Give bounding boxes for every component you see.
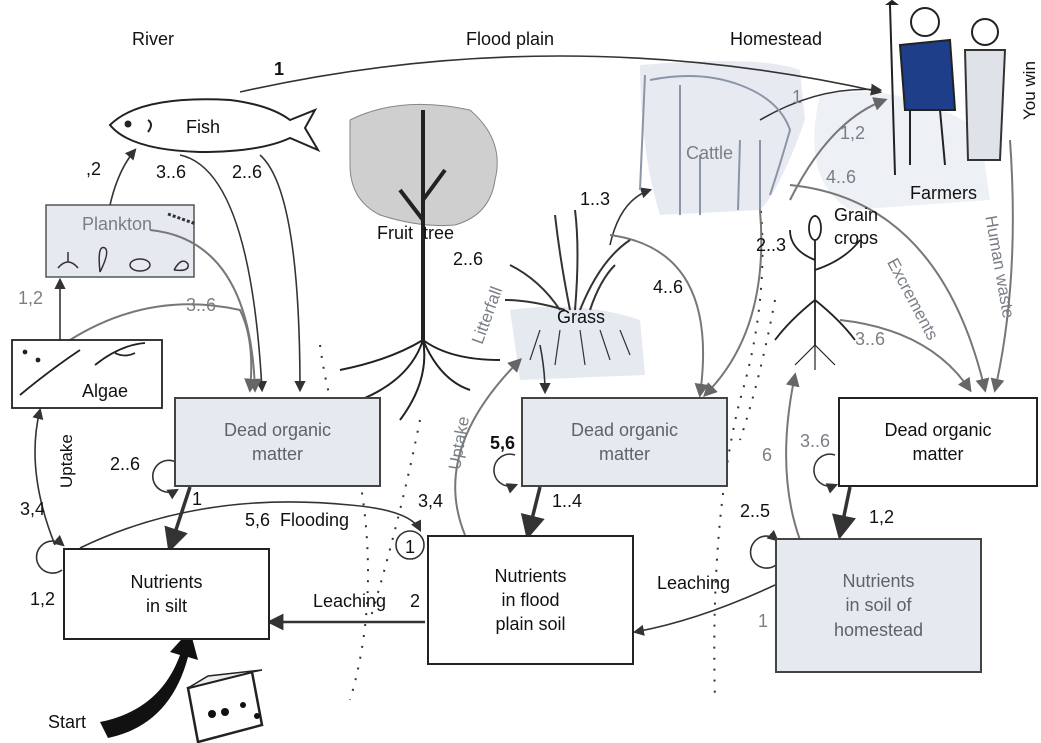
grass-icon: [504, 209, 631, 366]
algae-icon: [11, 339, 163, 409]
dice-fish-b: 2..6: [232, 162, 263, 182]
grass-shading: [510, 306, 645, 380]
dice-crops-to-farmers: 4..6: [826, 167, 857, 187]
dice-home-uptake: 6: [762, 445, 773, 465]
dice-fish-to-farmers: 1: [274, 59, 285, 79]
arrow-home-uptake: [785, 372, 801, 541]
arrow-crops-to-farmers: [789, 97, 888, 201]
fruit-tree-label: Fruit tree: [377, 223, 455, 243]
dice-cattle-to-crops: 2..3: [756, 235, 787, 255]
dice-flood-uptake: 3,4: [418, 491, 444, 511]
region-river: River: [132, 29, 175, 49]
dice-icon: [186, 669, 264, 743]
dice-litter: 2..6: [453, 249, 484, 269]
arrow-excrements: [789, 184, 990, 393]
uptake-label-left: Uptake: [57, 434, 76, 488]
box-nutrients-silt: Nutrients in silt: [63, 548, 270, 640]
grass-label: Grass: [557, 307, 606, 327]
dice-algae-to-plankton: 1,2: [18, 288, 44, 308]
dice-plankton-to-fish: ,2: [86, 159, 102, 179]
dice-plankton-to-dead: 3..6: [186, 295, 217, 315]
start-arrow-icon: [100, 630, 198, 738]
you-win-label: You win: [1020, 61, 1039, 120]
region-flood-plain: Flood plain: [466, 29, 555, 49]
arrow-fish-to-dead-b: [259, 154, 306, 393]
dice-cattle-to-farmers: 1: [792, 87, 803, 107]
arrow-plankton-to-dead: [149, 229, 262, 393]
box-dead-organic-home: Dead organic matter: [838, 397, 1038, 487]
arrow-litter: [539, 344, 551, 395]
dice-silt-to-algae: 3,4: [20, 499, 46, 519]
arrow-silt-to-algae: [32, 407, 56, 546]
flow-arrows: [32, 55, 1014, 636]
arrow-fish-to-farmers: [239, 55, 883, 96]
arrow-dead-river-to-silt: [164, 486, 192, 553]
dice-dead-flood-down: 1..4: [552, 491, 583, 511]
cattle-shading: [640, 61, 805, 215]
arrow-grass-to-cattle: [609, 187, 653, 246]
algae-label: Algae: [82, 381, 129, 401]
dice-dead-flood-self: 5,6: [490, 433, 516, 453]
dice-cattle-alt: 1,2: [840, 123, 866, 143]
arrow-dead-home-down: [832, 486, 856, 540]
fruit-tree-icon: [339, 103, 501, 421]
plankton-box: [45, 204, 195, 278]
dice-fish-a: 3..6: [156, 162, 187, 182]
dice-grass-to-cattle: 1..3: [580, 189, 611, 209]
cattle-icon: [639, 74, 792, 215]
dice-silt-self: 1,2: [30, 589, 56, 609]
dice-flooding-side: 1: [405, 537, 416, 557]
plankton-label: Plankton: [82, 214, 153, 234]
arrow-algae-to-dead: [69, 303, 259, 393]
dice-home-self: 2..5: [740, 501, 771, 521]
arrow-fish-to-dead-a: [179, 154, 268, 393]
cattle-label: Cattle: [686, 143, 734, 163]
arrow-flooding: [79, 501, 422, 549]
arrow-flood-uptake: [454, 358, 522, 536]
leaching-right-label: Leaching: [657, 573, 731, 593]
arrow-home-to-flood: [632, 584, 776, 636]
arrow-cattle-to-dead: [703, 209, 763, 397]
plankton-icon: [57, 212, 197, 273]
farmers-shading: [814, 91, 990, 210]
region-homestead: Homestead: [730, 29, 823, 49]
farmers-label: Farmers: [910, 183, 977, 203]
self-loops: [35, 453, 839, 574]
dice-dead-river-self: 2..6: [110, 454, 141, 474]
dice-dead-river-down: 1: [192, 489, 203, 509]
grain-crops-label: Grain crops: [834, 205, 879, 248]
box-nutrients-flood: Nutrients in flood plain soil: [427, 535, 634, 665]
arrow-dead-flood-to-nut: [520, 486, 545, 540]
arrow-grass-residue: [839, 319, 972, 393]
arrow-cattle-to-farmers: [759, 83, 883, 121]
farmers-icon: [885, 0, 1007, 176]
arrow-grass-to-dead: [609, 234, 709, 398]
dice-home-to-flood: 1: [758, 611, 769, 631]
dice-dead-home-down: 1,2: [869, 507, 895, 527]
dice-grass-to-dead: 4..6: [653, 277, 684, 297]
region-dividers: [319, 199, 776, 701]
fish-icon: [108, 98, 321, 154]
arrow-plankton-to-fish: [109, 148, 137, 206]
dice-flood-to-silt: 2: [410, 591, 421, 611]
flooding-label: 5,6 Flooding: [245, 510, 350, 530]
box-dead-organic-river: Dead organic matter: [174, 397, 381, 487]
dice-excrement-val: 3..6: [855, 329, 886, 349]
fish-label: Fish: [186, 117, 221, 137]
arrow-human-waste: [990, 139, 1014, 393]
box-dead-organic-flood: Dead organic matter: [521, 397, 728, 487]
dice-dead-home-self: 3..6: [800, 431, 831, 451]
grain-crop-icon: [774, 215, 861, 370]
box-nutrients-home: Nutrients in soil of homestead: [775, 538, 982, 673]
start-label: Start: [48, 712, 87, 732]
leaching-mid-label: Leaching: [313, 591, 387, 611]
